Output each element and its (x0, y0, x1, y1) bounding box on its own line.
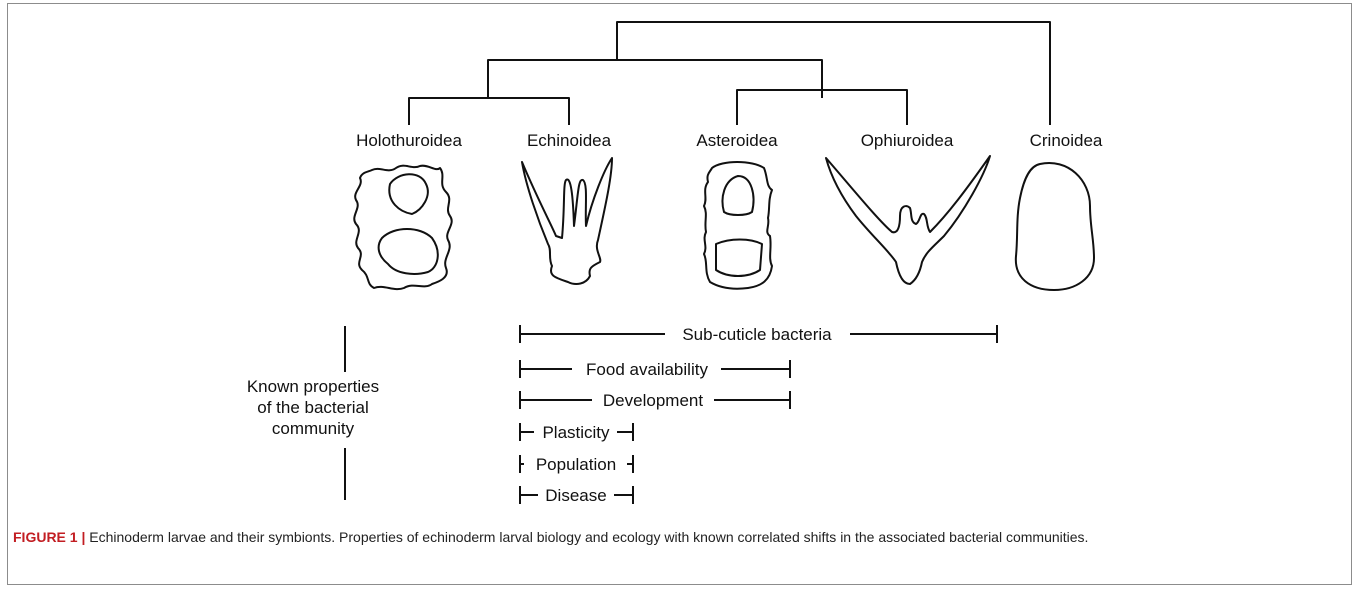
property-bar-plasticity: Plasticity (520, 423, 633, 442)
phylogenetic-tree (409, 22, 1050, 125)
asteroid-larva-lower-band (716, 240, 762, 277)
side-label-line-1: Known properties (247, 377, 379, 396)
property-bar-food: Food availability (520, 360, 790, 379)
property-bar-disease: Disease (520, 486, 633, 505)
caption-label: FIGURE 1 | (13, 529, 85, 545)
property-bar-population: Population (520, 455, 633, 474)
taxon-label-asteroidea: Asteroidea (696, 131, 778, 150)
property-label-sub-cuticle: Sub-cuticle bacteria (682, 325, 832, 344)
diagram-canvas: Holothuroidea Echinoidea Asteroidea Ophi… (0, 0, 1360, 520)
property-label-food: Food availability (586, 360, 708, 379)
side-label-line-2: of the bacterial (257, 398, 369, 417)
taxon-label-ophiuroidea: Ophiuroidea (861, 131, 954, 150)
asteroid-larva-mouth (723, 176, 754, 215)
property-label-disease: Disease (545, 486, 606, 505)
side-label-line-3: community (272, 419, 355, 438)
tree-crinoid-branch (617, 22, 1050, 125)
property-bars: Sub-cuticle bacteria Food availability D… (520, 325, 997, 505)
taxon-label-holothuroidea: Holothuroidea (356, 131, 462, 150)
echinoid-larva-outline (522, 158, 612, 284)
caption-text: Echinoderm larvae and their symbionts. P… (85, 529, 1088, 545)
taxon-label-echinoidea: Echinoidea (527, 131, 612, 150)
ophiuroid-larva-outline (826, 156, 990, 284)
holothuroid-larva-upper-lobe (389, 174, 428, 214)
figure-caption: FIGURE 1 | Echinoderm larvae and their s… (13, 527, 1333, 547)
property-label-population: Population (536, 455, 616, 474)
taxon-label-crinoidea: Crinoidea (1030, 131, 1103, 150)
property-bar-development: Development (520, 391, 790, 410)
taxon-labels: Holothuroidea Echinoidea Asteroidea Ophi… (356, 131, 1103, 150)
property-bar-sub-cuticle: Sub-cuticle bacteria (520, 325, 997, 344)
property-label-development: Development (603, 391, 703, 410)
side-label-group: Known properties of the bacterial commun… (247, 326, 379, 500)
tree-echinozoa-branch (409, 98, 569, 125)
property-label-plasticity: Plasticity (542, 423, 610, 442)
asteroid-larva-outline (704, 162, 772, 289)
crinoid-larva-outline (1016, 163, 1094, 290)
larva-drawings (354, 156, 1094, 290)
tree-root-branch (488, 60, 822, 98)
holothuroid-larva-lower-lobe (379, 229, 438, 274)
holothuroid-larva-outline (354, 166, 451, 289)
